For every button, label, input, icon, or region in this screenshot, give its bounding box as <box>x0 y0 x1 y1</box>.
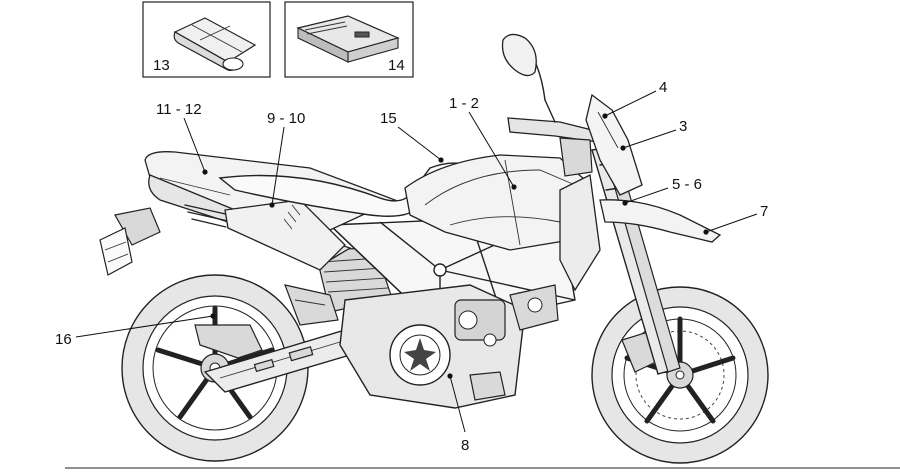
callout-leaders <box>75 90 758 433</box>
pouch-illustration <box>173 17 257 71</box>
front-fender <box>599 199 722 243</box>
callout-11-12: 11 - 12 <box>156 101 202 118</box>
callout-5-6: 5 - 6 <box>672 176 702 193</box>
callout-4: 4 <box>659 79 667 96</box>
inset-box-14: 14 <box>284 1 414 78</box>
callout-7: 7 <box>760 203 768 220</box>
tail-vents <box>184 204 231 228</box>
radiator-cover <box>559 174 601 292</box>
swingarm <box>203 329 362 393</box>
callout-3: 3 <box>679 118 687 135</box>
inset-box-13: 13 <box>142 1 271 78</box>
callout-1-2: 1 - 2 <box>449 95 479 112</box>
footpeg-bracket <box>284 284 339 326</box>
callout-16: 16 <box>55 331 72 348</box>
callout-15: 15 <box>380 110 397 127</box>
fuel-tank <box>404 154 586 251</box>
manual-illustration <box>296 15 400 63</box>
engine <box>339 284 559 409</box>
callout-8: 8 <box>461 437 469 454</box>
callout-9-10: 9 - 10 <box>267 110 305 127</box>
license-plate-holder <box>99 207 161 276</box>
callout-14: 14 <box>388 57 405 74</box>
headlight-fairing <box>585 93 643 196</box>
callout-13: 13 <box>153 57 170 74</box>
handlebar-assembly <box>501 33 601 177</box>
mirror <box>501 33 537 77</box>
front-wheel <box>591 286 769 464</box>
